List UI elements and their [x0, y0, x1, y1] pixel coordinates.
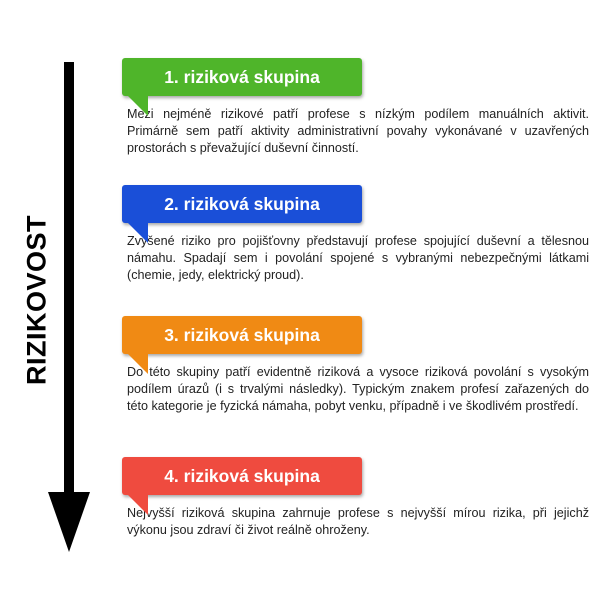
risk-group-title-text-3: 3. riziková skupina [164, 325, 320, 345]
bubble-tail-4 [126, 493, 148, 515]
risk-group-3: 3. riziková skupina Do této skupiny patř… [122, 316, 592, 415]
risk-group-title-1: 1. riziková skupina [122, 58, 362, 116]
risk-group-description-1: Mezi nejméně rizikové patří profese s ní… [127, 107, 589, 155]
axis-label-rizikovost: RIZIKOVOST [21, 214, 52, 386]
risk-group-title-text-4: 4. riziková skupina [164, 466, 320, 486]
bubble-tail-2 [126, 221, 148, 243]
risk-group-title-2: 2. riziková skupina [122, 185, 362, 243]
risk-group-title-text-2: 2. riziková skupina [164, 194, 320, 214]
risk-group-description-2: Zvýšené riziko pro pojišťovny představuj… [127, 234, 589, 282]
risk-group-1: 1. riziková skupina Mezi nejméně rizikov… [122, 58, 592, 157]
bubble-tail-1 [126, 94, 148, 116]
risk-group-description-4: Nejvyšší riziková skupina zahrnuje profe… [127, 506, 589, 537]
risk-group-title-4: 4. riziková skupina [122, 457, 362, 515]
risk-group-title-3: 3. riziková skupina [122, 316, 362, 374]
arrow-head [48, 492, 90, 552]
risk-group-2: 2. riziková skupina Zvýšené riziko pro p… [122, 185, 592, 284]
bubble-tail-3 [126, 352, 148, 374]
risk-group-description-3: Do této skupiny patří evidentně riziková… [127, 365, 589, 413]
risk-group-title-text-1: 1. riziková skupina [164, 67, 320, 87]
risk-group-4: 4. riziková skupina Nejvyšší riziková sk… [122, 457, 592, 539]
arrow-shaft [64, 62, 74, 502]
